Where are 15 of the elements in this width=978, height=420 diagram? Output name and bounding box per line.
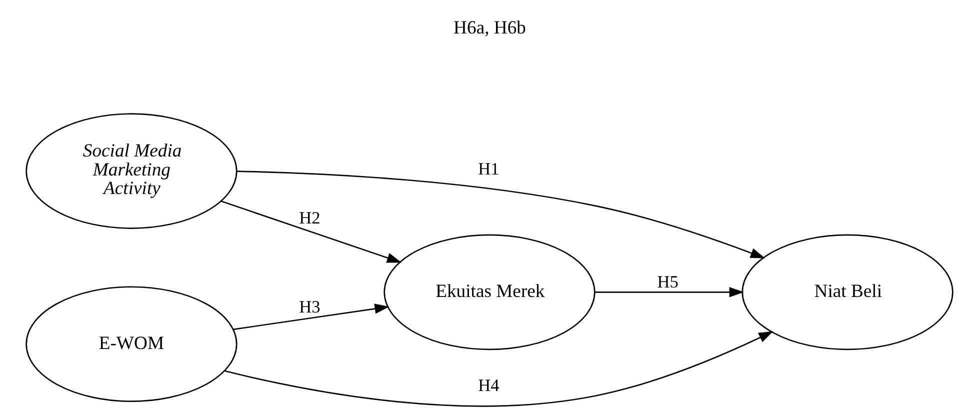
node-ellipse: Niat Beli (741, 234, 953, 350)
arrow (224, 331, 773, 407)
label: H6a, H6b (453, 18, 526, 39)
edge-label: H1 (478, 159, 499, 178)
arrow (232, 304, 389, 330)
edge-label: H4 (478, 376, 499, 396)
node-ellipse: Social Media Marketing Activity (25, 113, 237, 229)
node-ellipse: Ekuitas Merek (383, 234, 595, 350)
edge-label: H3 (298, 298, 320, 317)
arrow (236, 170, 765, 258)
arrow (594, 287, 744, 298)
edge-label: H5 (656, 272, 678, 292)
arrow (220, 200, 402, 263)
node-ellipse: E-WOM (25, 286, 237, 402)
edge-label: H2 (298, 208, 320, 228)
